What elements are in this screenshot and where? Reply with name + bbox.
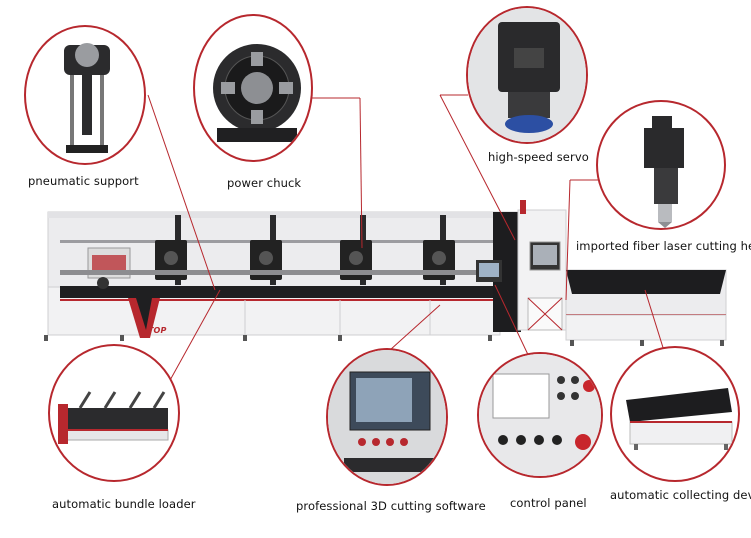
power-chuck-circle [193, 14, 313, 162]
control-panel-icon [479, 354, 601, 476]
fiber-laser-head-circle [596, 100, 726, 230]
bundle-loader-circle [48, 344, 180, 482]
laser-head-icon [644, 116, 684, 228]
software-screen-icon [328, 350, 446, 484]
cutting-software-circle [326, 348, 448, 486]
brand-logo: TOP [148, 326, 167, 335]
cutting-software-label: professional 3D cutting software [296, 499, 486, 513]
fiber-laser-head-label: imported fiber laser cutting head [576, 239, 751, 253]
collecting-device-circle [610, 346, 740, 482]
pneumatic-support-label: pneumatic support [28, 174, 139, 188]
collecting-device-icon [626, 388, 733, 450]
control-panel-label: control panel [510, 496, 587, 510]
pneumatic-support-circle [24, 25, 146, 165]
power-chuck-label: power chuck [227, 176, 302, 190]
high-speed-servo-icon [468, 8, 586, 142]
bundle-loader-label: automatic bundle loader [52, 497, 196, 511]
power-chuck-icon [213, 44, 301, 142]
collecting-device-label: automatic collecting device [610, 488, 751, 502]
control-panel-circle [477, 352, 603, 478]
high-speed-servo-circle [466, 6, 588, 144]
pneumatic-support-icon [64, 43, 110, 153]
bundle-loader-icon [58, 391, 169, 444]
high-speed-servo-label: high-speed servo [488, 150, 589, 164]
